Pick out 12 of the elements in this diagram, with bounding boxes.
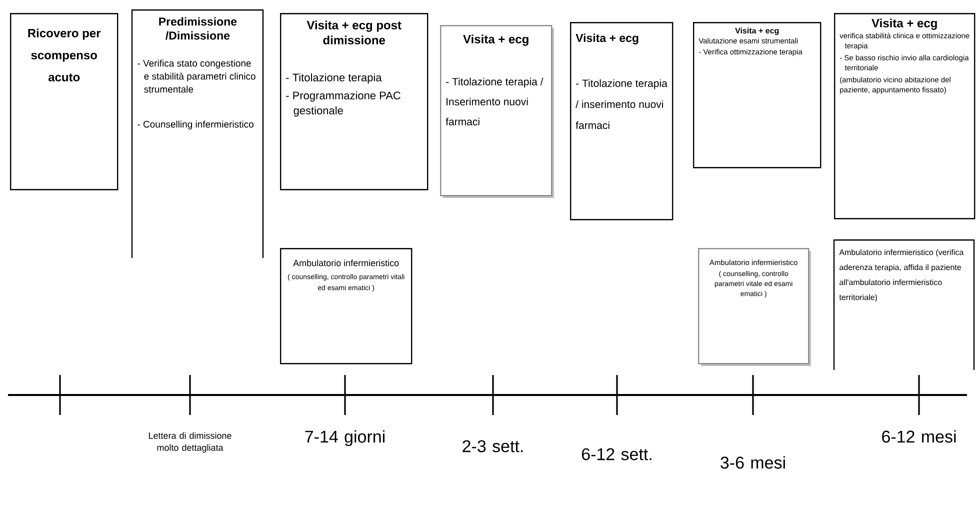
text-box: Visita + ecg post dimissione - Titolazione terapia - Programmazione PAC gestionale bbox=[280, 13, 428, 190]
text-box: Ricovero per scompenso acuto bbox=[10, 13, 118, 190]
text-box: Ambulatorio infermieristico (verifica aderenza terapia, affida il paziente all'ambulatorio infermieristico territoriale) bbox=[833, 239, 975, 370]
time-label: Lettera di dimissione molto dettagliata bbox=[148, 432, 232, 453]
text-box: Visita + ecg - Titolazione terapia / inserimento nuovi farmaci bbox=[570, 22, 674, 220]
text-box: Predimissione /Dimissione - Verifica stato congestione e stabilità parametri clinico strumentale - Counselling infermieristico bbox=[131, 9, 264, 258]
time-label: 6-12 mesi bbox=[882, 430, 956, 443]
text-box: Visita + ecg - Titolazione terapia / Inserimento nuovi farmaci bbox=[440, 25, 554, 198]
time-label: 7-14 giorni bbox=[305, 430, 384, 446]
time-label: 6-12 sett. bbox=[582, 448, 652, 460]
time-label: 3-6 mesi bbox=[720, 456, 785, 469]
time-label: 2-3 sett. bbox=[462, 440, 523, 452]
